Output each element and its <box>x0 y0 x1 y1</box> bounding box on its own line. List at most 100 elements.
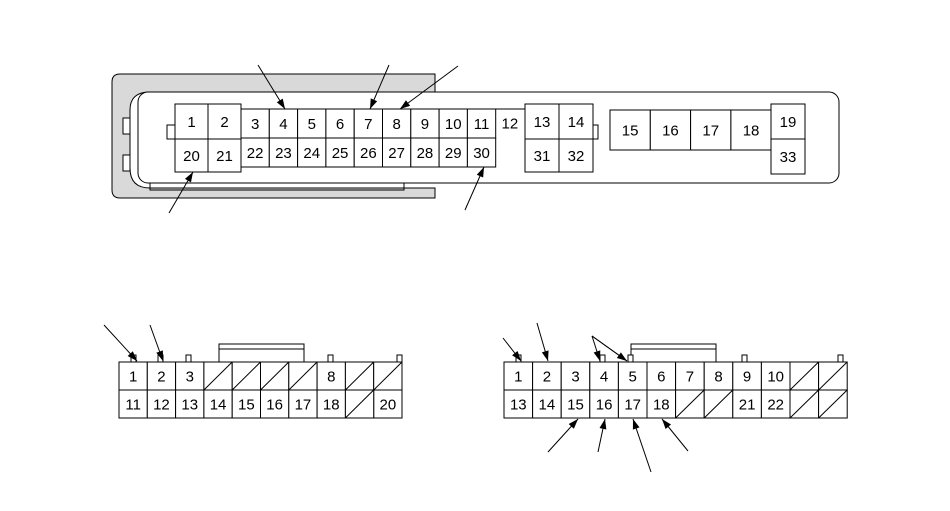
connector-b-guide-post <box>327 354 334 363</box>
connector-a-pin-4: 4 <box>279 116 287 133</box>
connector-c-guide-post <box>837 354 844 363</box>
connector-a-pin-32-cell <box>558 138 594 173</box>
connector-a-pin-21-cell <box>207 138 242 173</box>
callout-arrow-c18-head <box>662 419 672 429</box>
callout-arrow-c4-head <box>593 350 601 361</box>
connector-a-latch-notch <box>122 117 131 135</box>
connector-c-pin-16: 16 <box>596 397 613 414</box>
connector-c-pin-10: 10 <box>767 369 784 386</box>
connector-a-pin-28: 28 <box>417 145 434 162</box>
connector-a-latch-notch <box>122 154 131 172</box>
connector-b-pin-15-cell <box>231 389 261 419</box>
blank-pin-hatch <box>789 389 819 419</box>
connector-a-pin-25: 25 <box>332 145 349 162</box>
callout-arrow-c16-head <box>599 419 607 430</box>
connector-a-pin-2: 2 <box>220 114 228 131</box>
connector-c-pin-4-cell <box>589 361 619 391</box>
connector-b-pin-14-cell <box>203 389 233 419</box>
connector-c-pin-9-cell <box>732 361 762 391</box>
connector-a-pin-18: 18 <box>743 123 760 140</box>
connector-a-key <box>166 124 176 140</box>
connector-a-pin-11: 11 <box>474 116 490 133</box>
connector-a-pin-5: 5 <box>308 116 316 133</box>
connector-b-pin-17-cell <box>288 389 318 419</box>
connector-a-pin-9: 9 <box>421 116 429 133</box>
connector-a-pin-30: 30 <box>473 145 490 162</box>
connector-c-pin-9: 9 <box>743 369 751 386</box>
connector-c-pin-1-cell <box>503 361 534 391</box>
connector-b-pin-3: 3 <box>186 369 194 386</box>
connector-b-pin-1-cell <box>118 361 148 391</box>
blank-pin-hatch <box>818 389 848 419</box>
blank-pin-hatch <box>675 389 705 419</box>
blank-pin-hatch <box>703 389 734 419</box>
connector-a-pin-33: 33 <box>780 149 797 166</box>
connector-b-pin-16: 16 <box>266 397 283 414</box>
blank-pin-hatch <box>345 389 375 419</box>
connector-a-pin-3: 3 <box>251 116 259 133</box>
connector-c-pin-5-cell <box>617 361 648 391</box>
connector-c-pin-22: 22 <box>767 397 784 414</box>
connector-c-guide-post <box>627 354 634 363</box>
callout-arrow-a4-head <box>276 98 285 109</box>
callout-arrow-a8 <box>399 65 459 110</box>
connector-c-pin-7-cell <box>675 361 705 391</box>
connector-b-pin-2: 2 <box>157 369 165 386</box>
callout-arrow-a7-head <box>370 98 378 109</box>
connector-a-pin-16-cell <box>649 109 692 151</box>
connector-c-pin-4: 4 <box>600 369 608 386</box>
connector-a-pin-31: 31 <box>534 148 551 165</box>
connector-c-pin-18: 18 <box>653 397 670 414</box>
connector-a-pin-21: 21 <box>216 148 233 165</box>
callout-arrow-b1-head <box>127 351 137 361</box>
connector-b-pin-18-cell <box>316 389 346 419</box>
connector-c-pin-14: 14 <box>539 397 556 414</box>
callout-arrow-c1-head <box>512 350 521 361</box>
connector-c-guide-post <box>741 354 748 363</box>
connector-a-pin-26-cell <box>353 137 384 168</box>
connector-a-pin-26: 26 <box>360 145 377 162</box>
connector-c-pin-21: 21 <box>739 397 756 414</box>
connector-a-pin-30-cell <box>466 137 497 168</box>
connector-a-pin-24: 24 <box>303 145 320 162</box>
connector-a-pin-19: 19 <box>780 114 797 131</box>
connector-a-pin-14-cell <box>558 103 594 140</box>
connector-c-pin-6-cell <box>646 361 677 391</box>
callout-arrow-b2-head <box>156 350 163 361</box>
connector-c-pin-15-cell <box>560 389 591 419</box>
connector-a-pin-16: 16 <box>662 123 679 140</box>
connector-a-pin-6: 6 <box>336 116 344 133</box>
connector-a-pin-10: 10 <box>445 116 462 133</box>
connector-b-pin-13-cell <box>175 389 205 419</box>
connector-a-pin-1-cell <box>174 103 209 140</box>
connector-a-pin-9-cell <box>410 108 440 139</box>
connector-a-pin-27: 27 <box>388 145 405 162</box>
connector-b-pin-20: 20 <box>380 397 397 414</box>
blank-pin-hatch <box>288 361 318 391</box>
connector-a-pin-1: 1 <box>187 114 195 131</box>
callout-arrow-c5-head <box>616 352 627 361</box>
connector-c-lock-tab <box>630 343 717 363</box>
callout-arrow-c17-head <box>632 419 640 430</box>
connector-a-pin-13-cell <box>524 103 560 140</box>
connector-a-pin-8: 8 <box>392 116 400 133</box>
connector-c-pin-2: 2 <box>543 369 551 386</box>
connector-c-pin-22-cell <box>760 389 791 419</box>
blank-pin-hatch <box>203 361 233 391</box>
connector-a-pin-17-cell <box>690 109 732 151</box>
connector-a-pin-23: 23 <box>275 145 292 162</box>
connector-c-pin-15: 15 <box>567 397 584 414</box>
connector-b-pin-1: 1 <box>129 369 137 386</box>
blank-pin-hatch <box>818 361 848 391</box>
connector-b-pin-14: 14 <box>210 397 227 414</box>
connector-a-pin-15-cell <box>609 109 651 151</box>
connector-c-pin-17-cell <box>617 389 648 419</box>
connector-a-pin-7-cell <box>353 108 384 139</box>
connector-b-pin-15: 15 <box>238 397 255 414</box>
connector-b-pin-12-cell <box>146 389 177 419</box>
blank-pin-hatch <box>231 361 261 391</box>
connector-a-pin-10-cell <box>438 108 468 139</box>
